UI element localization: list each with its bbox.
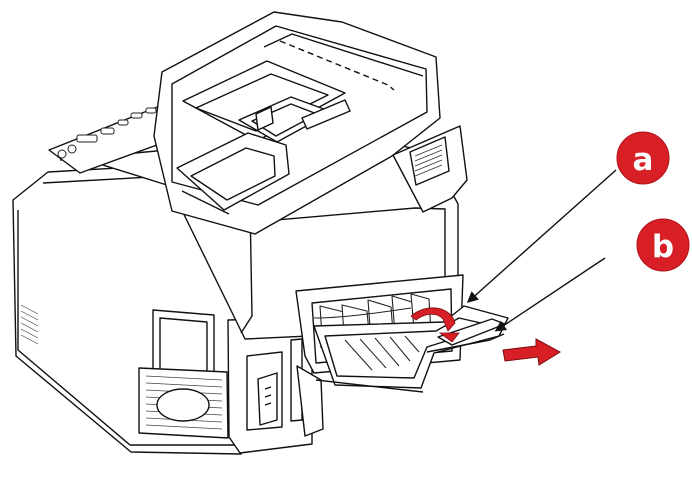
callout-b-leader	[494, 257, 606, 332]
callout-b-badge	[636, 218, 690, 272]
tray-open-arrow-icon	[410, 307, 456, 332]
printer-icon	[12, 11, 468, 455]
callout-b: b	[636, 218, 690, 272]
callout-b-label: b	[652, 229, 674, 265]
callout-a-label: a	[633, 142, 654, 178]
callout-a-leader	[466, 169, 617, 303]
callout-a-badge	[616, 131, 670, 185]
callout-a: a	[616, 131, 670, 185]
pull-out-arrow-icon	[502, 338, 561, 366]
